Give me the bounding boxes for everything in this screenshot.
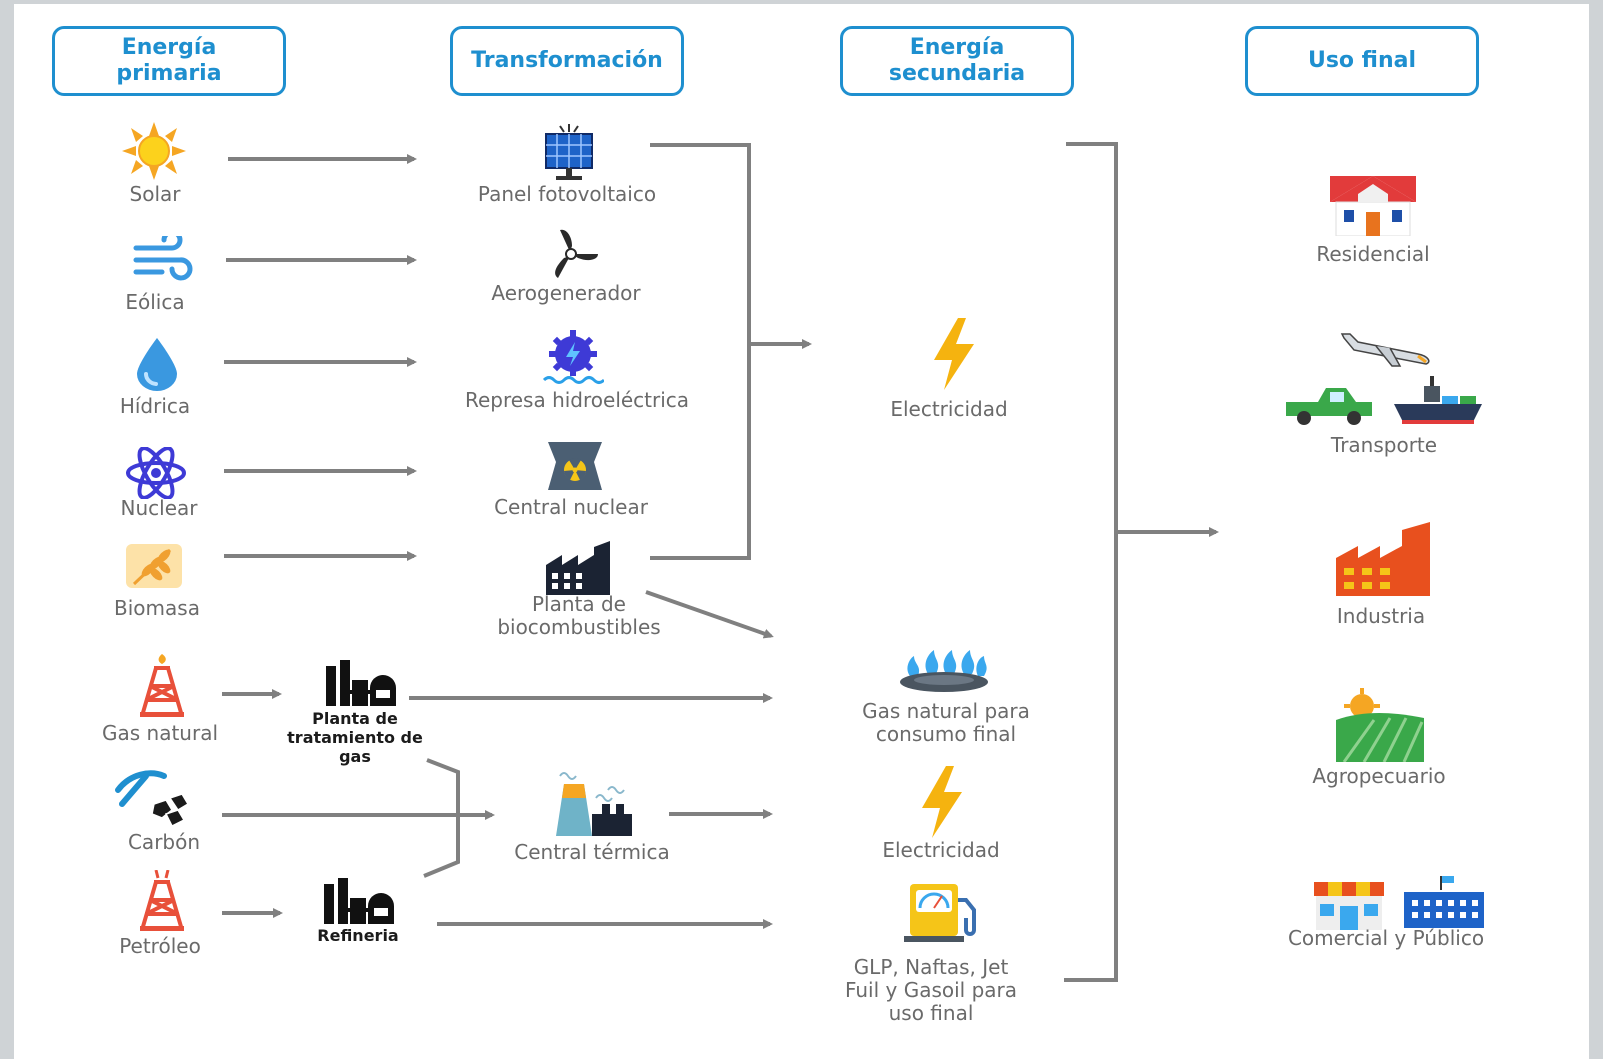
industry-icon [1336, 522, 1430, 596]
label-electricidad-2: Electricidad [882, 838, 1000, 862]
label-eolica: Eólica [125, 290, 185, 314]
label-glp-naftas: GLP, Naftas, Jet Fuil y Gasoil para uso … [844, 955, 1018, 1025]
lightning-icon-2 [922, 766, 962, 838]
truck-icon [1286, 388, 1372, 425]
thermal-plant-icon [556, 772, 632, 836]
bracket-secundaria [1064, 142, 1118, 982]
label-central-termica: Central térmica [514, 840, 670, 864]
label-planta-biocombustibles: Planta de biocombustibles [497, 592, 661, 639]
label-central-nuclear: Central nuclear [494, 495, 648, 519]
label-agropecuario: Agropecuario [1312, 764, 1446, 788]
label-electricidad-1: Electricidad [890, 397, 1008, 421]
farm-field-icon [1336, 688, 1424, 762]
label-hidrica: Hídrica [119, 394, 191, 418]
header-energia-secundaria: Energía secundaria [840, 26, 1074, 96]
flow-arrows [222, 142, 1219, 982]
pickaxe-coal-icon [115, 770, 190, 828]
label-industria: Industria [1336, 604, 1426, 628]
arrow-biocombustibles [645, 590, 774, 639]
label-comercial-publico: Comercial y Público [1287, 926, 1485, 950]
gas-plant-icon [326, 660, 396, 706]
label-represa-hidroelectrica: Represa hidroeléctrica [464, 388, 690, 412]
header-energia-primaria: Energía primaria [52, 26, 286, 96]
label-refineria: Refineria [317, 926, 399, 945]
shop-icon [1314, 882, 1384, 930]
oil-derrick-icon [140, 870, 184, 931]
bracket-termica [423, 758, 460, 878]
gas-derrick-icon [140, 654, 184, 717]
label-transporte: Transporte [1330, 433, 1438, 457]
nuclear-plant-icon [548, 442, 602, 490]
label-gas-consumo-final: Gas natural para consumo final [862, 699, 1030, 746]
label-carbon: Carbón [127, 830, 201, 854]
label-gas-natural: Gas natural [101, 721, 219, 745]
label-biomasa: Biomasa [114, 596, 200, 620]
label-petroleo: Petróleo [119, 934, 201, 958]
airplane-icon [1340, 333, 1430, 367]
hydro-dam-icon [542, 330, 604, 384]
header-transformacion: Transformación [450, 26, 684, 96]
sun-icon [122, 122, 186, 180]
solar-panel-icon [545, 124, 593, 180]
water-drop-icon [137, 338, 177, 391]
ship-icon [1394, 376, 1482, 424]
label-panel-fotovoltaico: Panel fotovoltaico [477, 182, 657, 206]
label-planta-tratamiento-gas: Planta de tratamiento de gas [287, 709, 423, 766]
gas-burner-icon [900, 650, 988, 692]
wind-turbine-icon [555, 229, 598, 278]
wind-icon [133, 236, 193, 281]
bracket-renewables [650, 143, 751, 560]
lightning-icon [934, 318, 974, 390]
label-aerogenerador: Aerogenerador [491, 281, 641, 305]
wheat-icon [126, 544, 182, 588]
refinery-icon [324, 878, 394, 924]
public-building-icon [1404, 876, 1484, 928]
energy-flow-diagram: Energía primaria Transformación Energía … [14, 4, 1589, 1059]
label-residencial: Residencial [1316, 242, 1430, 266]
label-nuclear: Nuclear [120, 496, 198, 520]
biofuel-factory-icon [546, 541, 610, 595]
header-uso-final: Uso final [1245, 26, 1479, 96]
fuel-pump-icon [904, 884, 976, 942]
label-solar: Solar [129, 182, 181, 206]
house-icon [1330, 176, 1416, 236]
atom-icon [126, 447, 186, 499]
